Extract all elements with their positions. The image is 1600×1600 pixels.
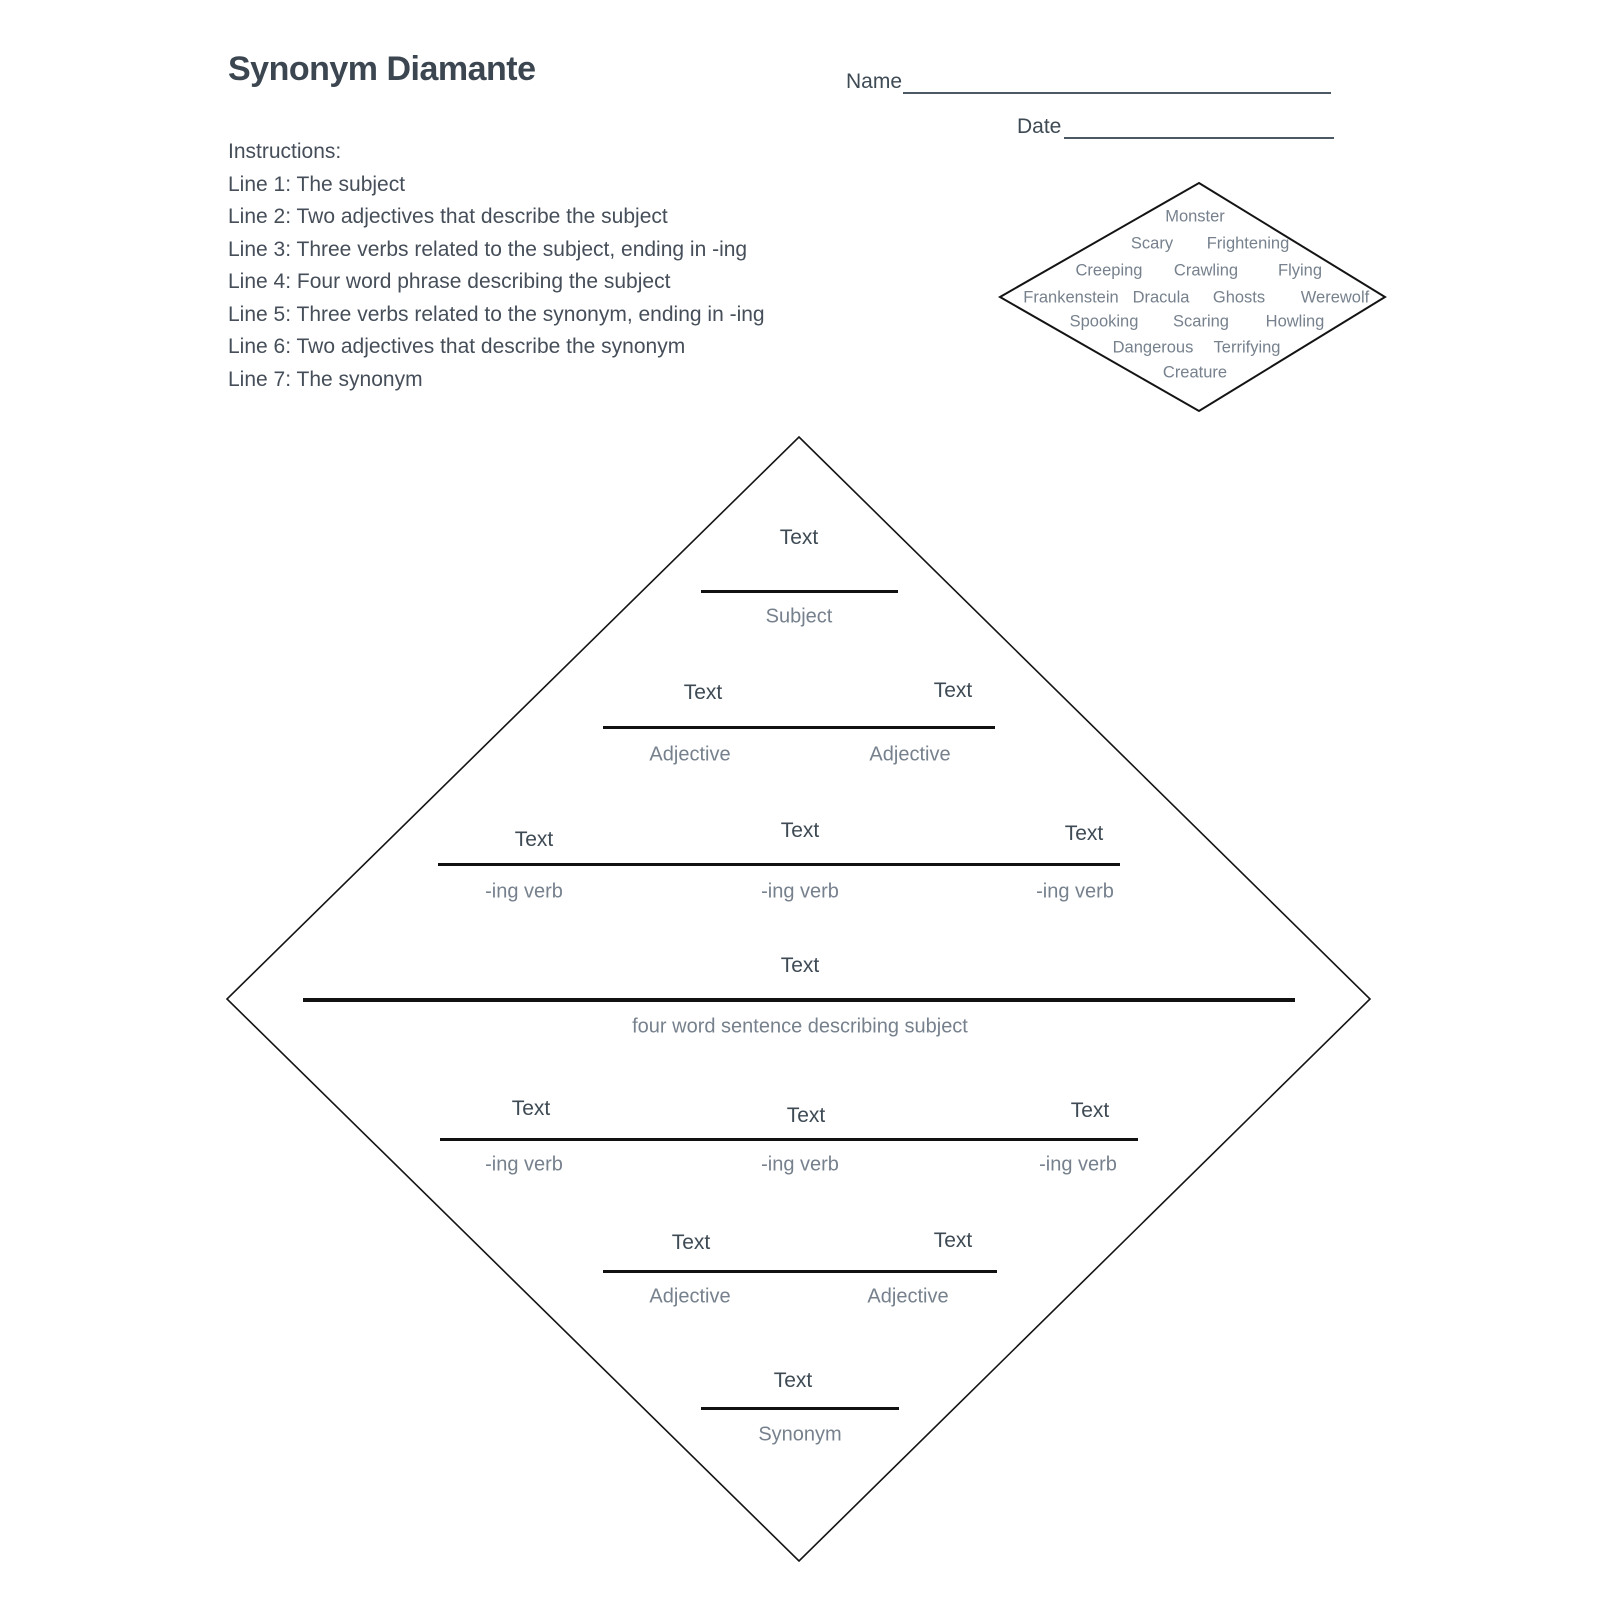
line7-label: Synonym (758, 1423, 842, 1446)
line3-label-3: -ing verb (1036, 880, 1114, 903)
example-word: Werewolf (1300, 288, 1370, 307)
line6-rule (603, 1270, 997, 1273)
line4-rule (303, 998, 1295, 1002)
line6-label-1: Adjective (649, 1285, 731, 1308)
line3-text-input-1[interactable]: Text (514, 828, 554, 851)
example-word: Frightening (1206, 234, 1290, 253)
instruction-line-4: Line 4: Four word phrase describing the … (228, 270, 671, 293)
name-label: Name (846, 70, 903, 93)
date-label: Date (1017, 115, 1062, 138)
line3-text-input-3[interactable]: Text (1064, 822, 1104, 845)
line2-text-input-2[interactable]: Text (933, 679, 973, 702)
line3-rule (438, 863, 1120, 866)
example-word: Frankenstein (1023, 288, 1119, 307)
line7-rule (701, 1407, 899, 1410)
example-word: Scaring (1173, 312, 1229, 331)
line6-text-input-2[interactable]: Text (933, 1229, 973, 1252)
line5-label-3: -ing verb (1039, 1153, 1117, 1176)
name-input-line[interactable] (903, 92, 1331, 94)
example-word: Monster (1165, 207, 1225, 226)
line6-label-2: Adjective (867, 1285, 949, 1308)
worksheet-diamond-outline (225, 435, 1372, 1563)
page-title: Synonym Diamante (228, 50, 536, 88)
line1-text-input[interactable]: Text (779, 526, 819, 549)
date-input-line[interactable] (1064, 137, 1334, 139)
example-word: Ghosts (1212, 288, 1266, 307)
line5-text-input-2[interactable]: Text (786, 1104, 826, 1127)
instruction-line-5: Line 5: Three verbs related to the synon… (228, 302, 765, 326)
line3-label-2: -ing verb (761, 880, 839, 903)
example-word: Crawling (1173, 261, 1239, 280)
example-word: Howling (1265, 312, 1325, 331)
example-word: Creeping (1075, 261, 1143, 280)
line4-label: four word sentence describing subject (632, 1015, 968, 1038)
line2-text-input-1[interactable]: Text (683, 681, 723, 704)
line1-rule (701, 590, 898, 593)
line6-text-input-1[interactable]: Text (671, 1231, 711, 1254)
example-word: Dracula (1132, 288, 1190, 307)
instruction-line-7: Line 7: The synonym (228, 367, 423, 391)
line5-label-2: -ing verb (761, 1153, 839, 1176)
line5-text-input-1[interactable]: Text (511, 1097, 551, 1120)
instructions-heading: Instructions: (228, 140, 342, 163)
line5-rule (440, 1138, 1138, 1141)
example-word: Spooking (1069, 312, 1139, 331)
example-word: Scary (1130, 234, 1174, 253)
line2-rule (603, 726, 995, 729)
line2-label-1: Adjective (649, 743, 731, 766)
instructions-block: Instructions: Line 1: The subject Line 2… (228, 136, 765, 396)
instruction-line-6: Line 6: Two adjectives that describe the… (228, 335, 686, 358)
example-word: Dangerous (1112, 338, 1194, 357)
instruction-line-1: Line 1: The subject (228, 172, 406, 196)
example-word: Flying (1277, 261, 1323, 280)
line3-label-1: -ing verb (485, 880, 563, 903)
instruction-line-2: Line 2: Two adjectives that describe the… (228, 205, 668, 228)
line7-text-input[interactable]: Text (773, 1369, 813, 1392)
line1-label: Subject (765, 605, 833, 628)
line5-text-input-3[interactable]: Text (1070, 1099, 1110, 1122)
line2-label-2: Adjective (869, 743, 951, 766)
example-diamond-outline (997, 181, 1387, 413)
example-word: Creature (1162, 363, 1228, 382)
instruction-line-3: Line 3: Three verbs related to the subje… (228, 237, 748, 261)
line4-text-input[interactable]: Text (780, 954, 820, 977)
example-word: Terrifying (1213, 338, 1281, 357)
line3-text-input-2[interactable]: Text (780, 819, 820, 842)
line5-label-1: -ing verb (485, 1153, 563, 1176)
